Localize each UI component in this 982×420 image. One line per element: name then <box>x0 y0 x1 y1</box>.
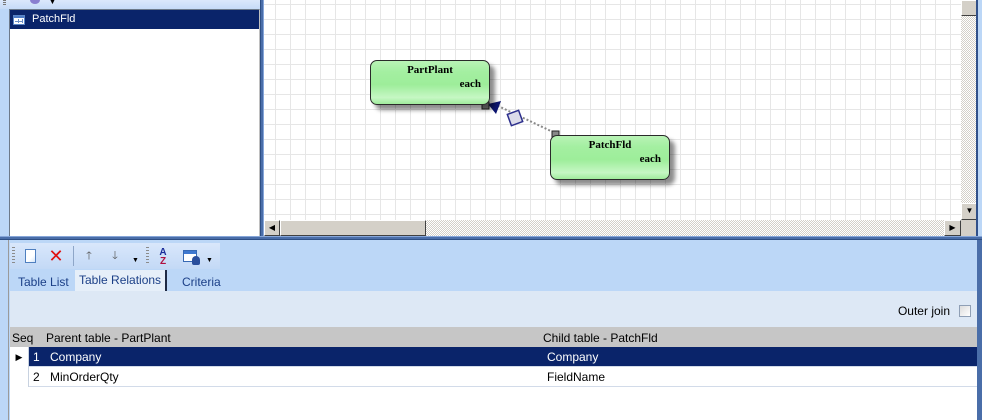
toolbar-options-icon[interactable] <box>30 0 40 4</box>
row-indicator-icon: ▶ <box>10 347 29 367</box>
relation-arrow-icon <box>488 101 501 114</box>
table-row[interactable]: ▶ 1 Company Company <box>10 347 977 367</box>
chevron-down-icon: ▼ <box>965 206 974 215</box>
table-list-panel: ▼ PatchFld <box>0 0 262 238</box>
grid-options-dropdown-icon[interactable]: ▼ <box>206 257 213 264</box>
scroll-right-button[interactable]: ▶ <box>944 220 961 236</box>
move-up-button[interactable]: 🡑 <box>79 246 99 266</box>
delete-x-icon: ✕ <box>48 246 64 266</box>
scroll-left-button[interactable]: ◀ <box>264 220 280 236</box>
header-parent-table[interactable]: Parent table - PartPlant <box>46 331 171 345</box>
table-row[interactable]: 2 MinOrderQty FieldName <box>10 367 977 387</box>
options-bar: Outer join <box>10 291 977 327</box>
table-icon <box>13 15 25 25</box>
new-document-icon <box>24 249 36 263</box>
tab-table-list[interactable]: Table List <box>18 275 69 289</box>
cell-seq[interactable]: 1 <box>33 350 40 364</box>
delete-button[interactable]: ✕ <box>46 246 66 266</box>
cell-parent-field[interactable]: Company <box>50 350 102 364</box>
cell-parent-field[interactable]: MinOrderQty <box>50 370 119 384</box>
vertical-splitter[interactable] <box>260 0 264 238</box>
tab-table-relations[interactable]: Table Relations <box>75 270 168 291</box>
toolbar-separator <box>73 246 74 266</box>
table-list[interactable]: PatchFld <box>9 9 260 238</box>
diagram-canvas[interactable]: PartPlant each PatchFld each <box>264 0 961 220</box>
outer-join-checkbox[interactable] <box>959 305 971 317</box>
left-toolbar: ▼ <box>0 0 262 9</box>
toolbar-grip[interactable] <box>12 247 15 265</box>
table-list-item[interactable]: PatchFld <box>10 10 259 29</box>
entity-subtitle: each <box>639 153 661 165</box>
relation-line <box>493 103 556 134</box>
chevron-right-icon: ▶ <box>949 223 956 232</box>
arrow-up-icon: 🡑 <box>86 250 92 262</box>
entity-title: PartPlant <box>407 64 453 76</box>
panel-edge <box>0 240 9 420</box>
tab-criteria[interactable]: Criteria <box>182 275 221 289</box>
horizontal-splitter[interactable] <box>0 236 982 240</box>
chevron-left-icon: ◀ <box>268 223 276 232</box>
relation-diagram: PartPlant each PatchFld each ▼ ◀ ▶ <box>264 0 978 236</box>
entity-title: PatchFld <box>588 139 632 151</box>
grid-user-icon <box>183 250 200 265</box>
relation-connector[interactable] <box>264 0 961 220</box>
scroll-corner <box>961 220 976 236</box>
cell-child-field[interactable]: FieldName <box>547 370 606 384</box>
grid-options-button[interactable] <box>180 246 200 266</box>
move-dropdown-arrow-icon[interactable]: ▼ <box>132 257 139 264</box>
row-indicator-cell <box>10 367 29 387</box>
horizontal-scroll-thumb[interactable] <box>280 220 426 236</box>
grid-header: Seq Parent table - PartPlant Child table… <box>10 327 977 347</box>
table-relations-panel: Outer join Seq Parent table - PartPlant … <box>10 291 977 420</box>
table-name: PatchFld <box>32 13 76 25</box>
header-child-table[interactable]: Child table - PatchFld <box>543 331 658 345</box>
new-button[interactable] <box>20 246 40 266</box>
tab-strip: Table List Table Relations Criteria <box>10 270 982 291</box>
toolbar-grip[interactable] <box>146 247 149 265</box>
entity-partplant[interactable]: PartPlant each <box>370 60 490 105</box>
vertical-scroll-thumb[interactable] <box>961 0 976 16</box>
vertical-scrollbar[interactable]: ▼ <box>961 0 976 220</box>
horizontal-scrollbar[interactable]: ◀ ▶ <box>264 220 961 236</box>
cell-child-field[interactable]: Company <box>547 350 599 364</box>
toolbar-grip[interactable] <box>3 0 6 6</box>
move-down-button[interactable]: 🡓 <box>105 246 125 266</box>
header-seq[interactable]: Seq <box>12 331 34 345</box>
relation-diamond-icon <box>506 109 524 127</box>
cell-seq[interactable]: 2 <box>33 370 40 384</box>
dropdown-arrow-icon[interactable]: ▼ <box>49 0 56 6</box>
relations-grid: Seq Parent table - PartPlant Child table… <box>10 327 977 387</box>
arrow-down-icon: 🡓 <box>112 250 118 262</box>
entity-subtitle: each <box>459 78 481 90</box>
outer-join-label: Outer join <box>897 304 950 318</box>
window-edge <box>977 240 982 420</box>
scroll-down-button[interactable]: ▼ <box>961 203 976 220</box>
entity-patchfld[interactable]: PatchFld each <box>550 135 670 180</box>
